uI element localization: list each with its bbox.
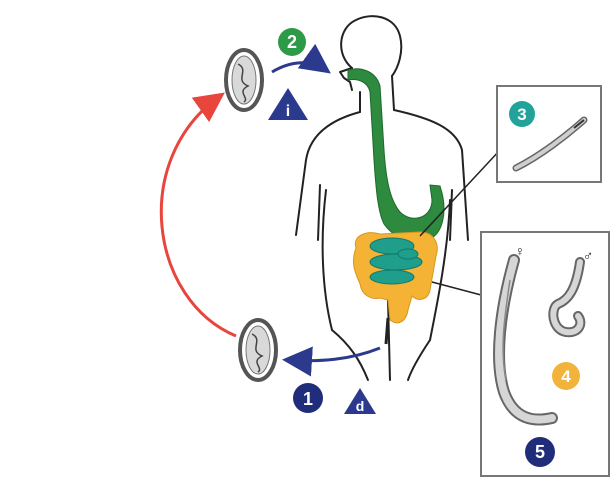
svg-text:1: 1 — [303, 389, 313, 409]
adult-worms-panel: ♀ ♂ 4 5 — [481, 232, 609, 476]
transmission-arrow — [161, 96, 236, 336]
stage-1-badge: 1 — [293, 383, 323, 413]
small-intestine — [370, 238, 422, 284]
egg-icon — [226, 50, 262, 110]
stage-2-badge: 2 — [278, 28, 306, 56]
svg-text:5: 5 — [535, 442, 545, 462]
svg-text:2: 2 — [287, 32, 297, 52]
svg-text:d: d — [356, 398, 365, 414]
esophagus-stomach — [348, 69, 444, 241]
infective-stage-marker: i — [268, 88, 308, 120]
rectum — [386, 318, 388, 344]
stage-3-panel: 3 — [497, 86, 601, 182]
ingestion-arrow — [272, 63, 326, 72]
svg-text:i: i — [286, 103, 290, 120]
svg-text:4: 4 — [561, 367, 571, 386]
egg-icon — [240, 320, 276, 380]
egg-shedding-arrow — [288, 348, 380, 361]
svg-text:3: 3 — [517, 105, 526, 124]
diagnostic-stage-marker: d — [344, 388, 376, 414]
